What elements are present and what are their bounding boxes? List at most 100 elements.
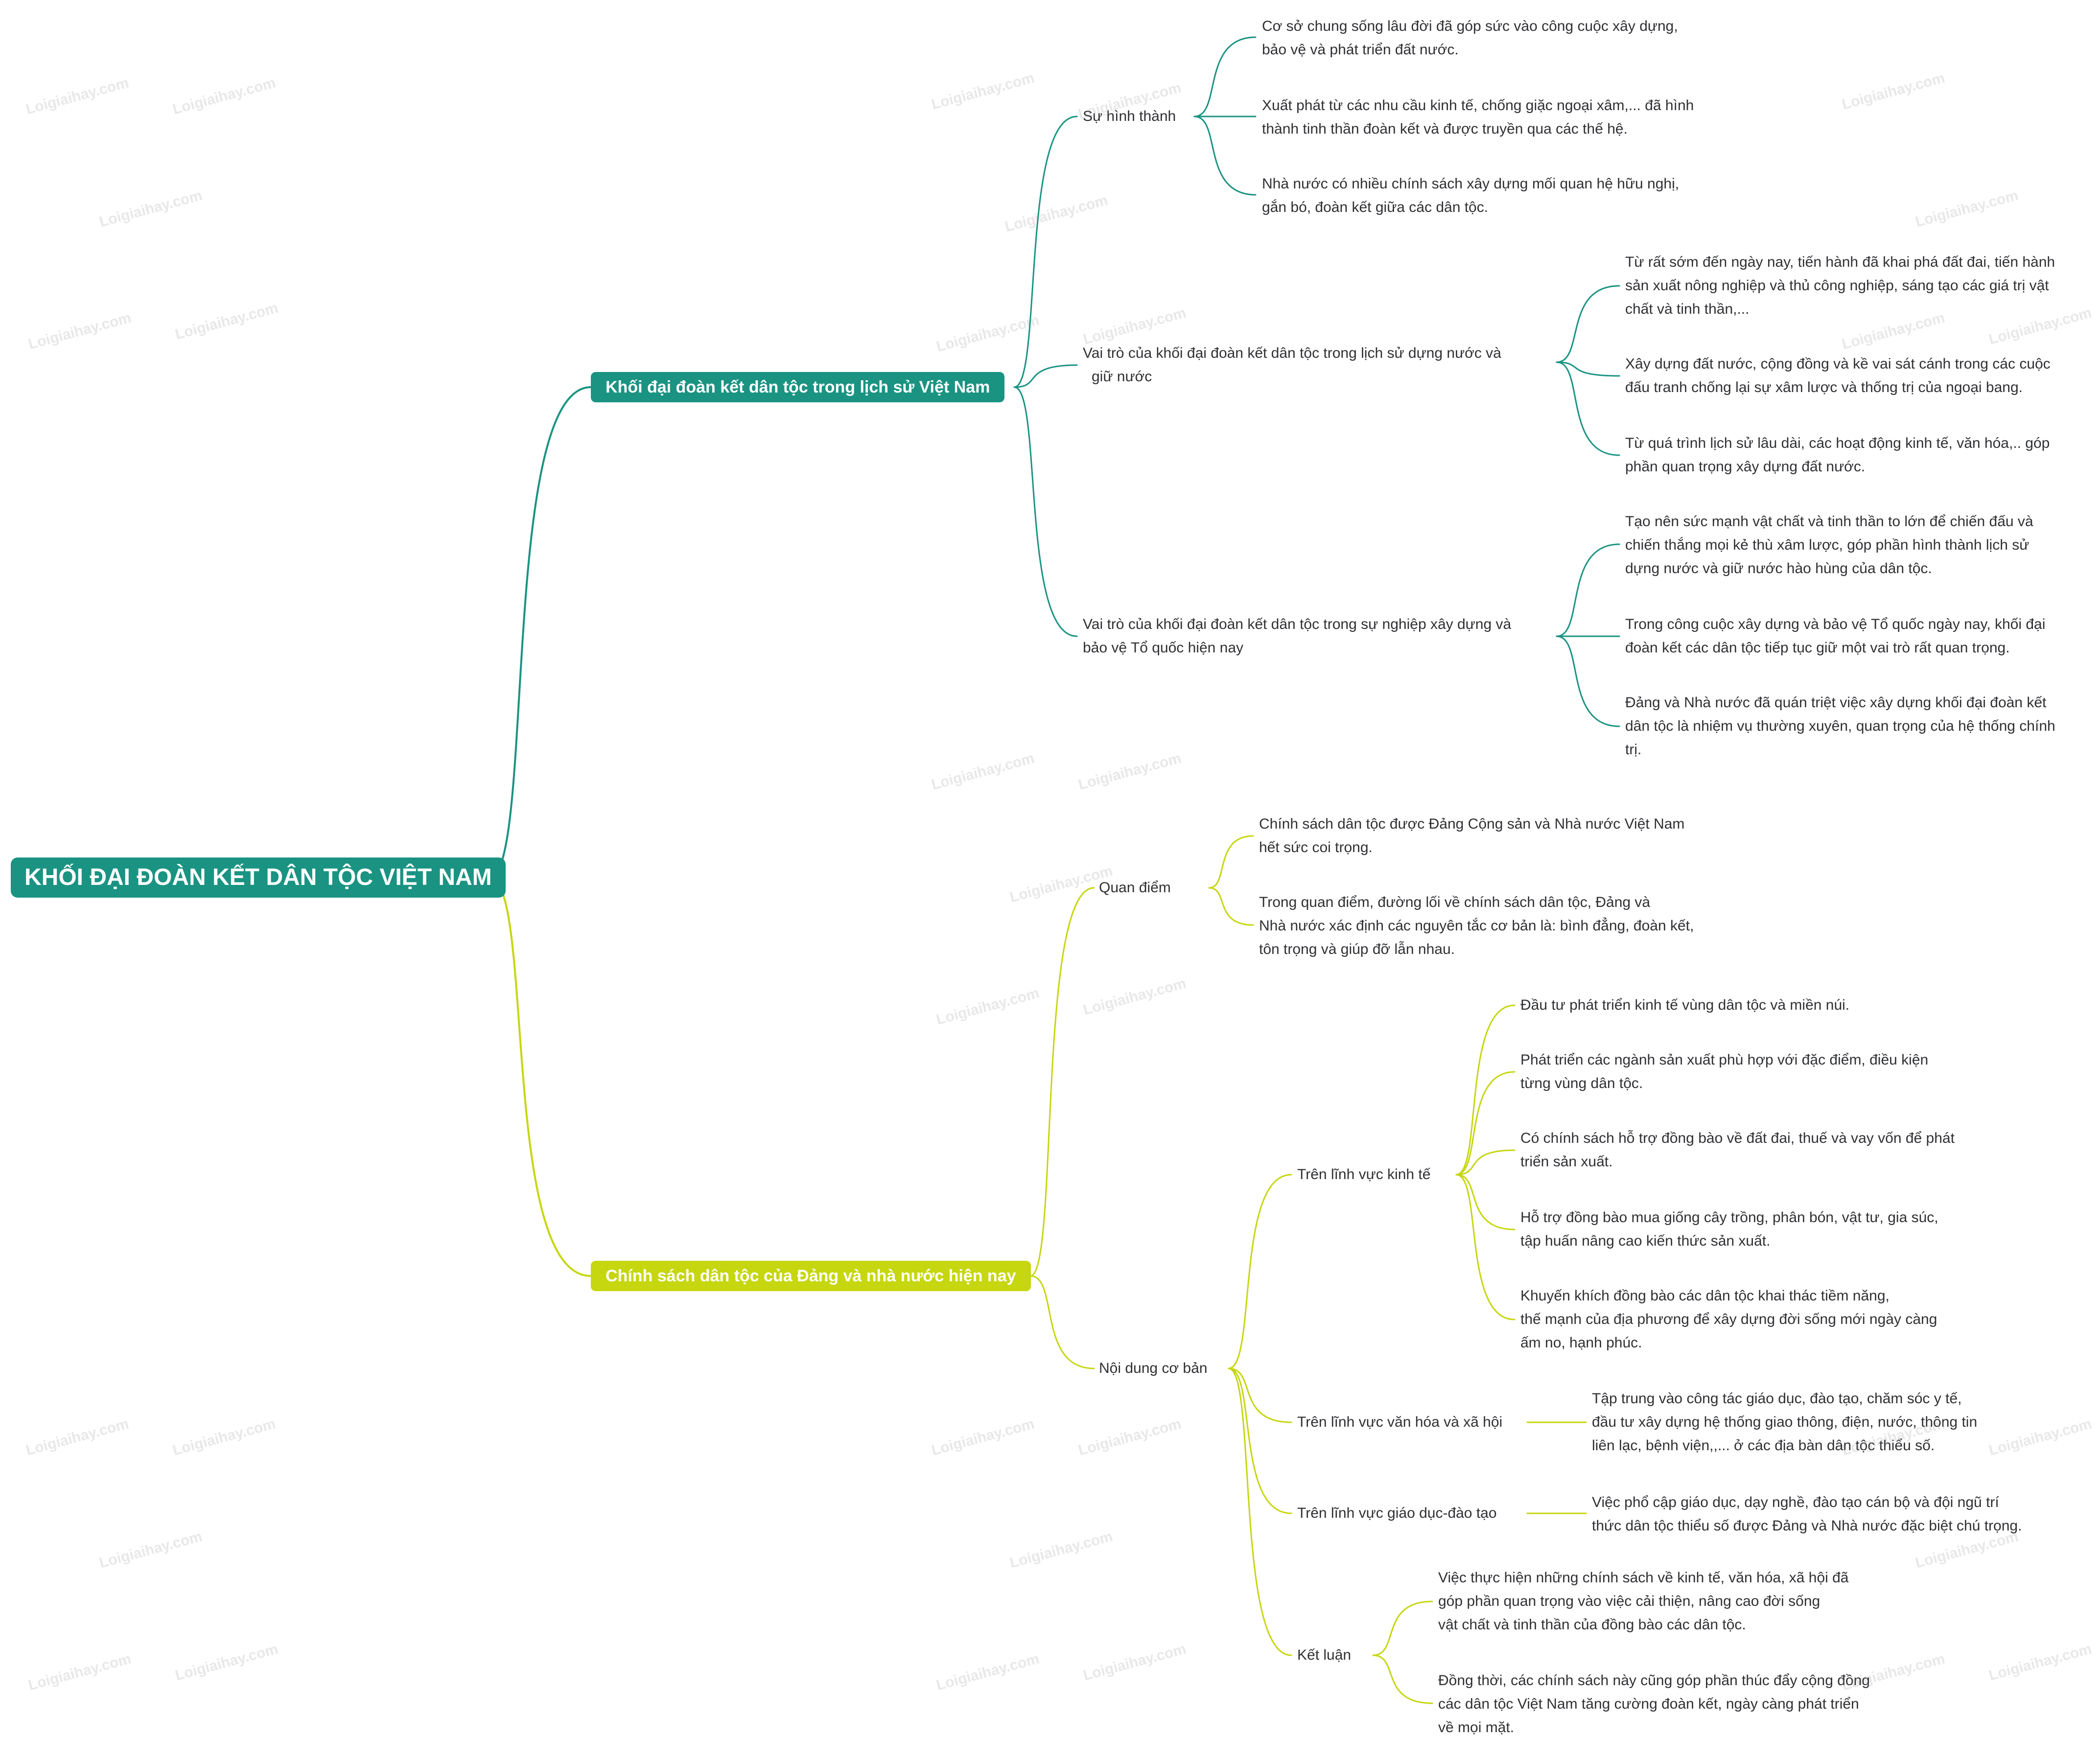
b1-sub-1-label: Sự hình thành <box>1083 108 1176 124</box>
text-line: đầu tư xây dựng hệ thống giao thông, điệ… <box>1592 1414 1978 1430</box>
link-b1-s2-leaf <box>1556 361 1620 456</box>
b2-qd-leaf-1: Chính sách dân tộc được Đảng Cộng sản và… <box>1259 812 1684 859</box>
b1-s2-leaf-3: Từ quá trình lịch sử lâu dài, các hoạt đ… <box>1625 432 2050 479</box>
text-line: thế mạnh của địa phương để xây dựng đời … <box>1520 1311 1937 1327</box>
text-line: Từ rất sớm đến ngày nay, tiến hành đã kh… <box>1625 254 2055 270</box>
nd-kinh-te[interactable]: Trên lĩnh vực kinh tế <box>1297 1163 1430 1186</box>
text-line: ấm no, hạnh phúc. <box>1520 1335 1642 1351</box>
b1-sub-1[interactable]: Sự hình thành <box>1083 105 1176 128</box>
text-line: Tạo nên sức mạnh vật chất và tinh thần t… <box>1625 513 2033 530</box>
text-line: dựng nước và giữ nước hào hùng của dân t… <box>1625 560 1932 577</box>
link-kt-leaf <box>1455 1149 1516 1176</box>
link-nd-sub <box>1228 1367 1292 1514</box>
text-line: Đảng và Nhà nước đã quán triệt việc xây … <box>1625 695 2047 711</box>
kt-leaf-5: Khuyến khích đồng bào các dân tộc khai t… <box>1520 1284 1937 1355</box>
link-kl-leaf <box>1372 1654 1433 1704</box>
text-line: Trong quan điểm, đường lối về chính sách… <box>1259 894 1651 910</box>
kt-leaf-1: Đầu tư phát triển kinh tế vùng dân tộc v… <box>1520 994 1849 1017</box>
text-line: từng vùng dân tộc. <box>1520 1075 1643 1091</box>
b1-s1-leaf-1: Cơ sở chung sống lâu đời đã góp sức vào … <box>1262 15 1678 62</box>
text-line: các dân tộc Việt Nam tăng cường đoàn kết… <box>1438 1696 1859 1712</box>
b1-sub-2[interactable]: Vai trò của khối đại đoàn kết dân tộc tr… <box>1083 342 1501 389</box>
link-b1-s3-leaf <box>1556 635 1620 727</box>
text-line: tập huấn nâng cao kiến thức sản xuất. <box>1520 1233 1771 1249</box>
text-line: Xuất phát từ các nhu cầu kinh tế, chống … <box>1262 97 1694 114</box>
nd-kinh-te-label: Trên lĩnh vực kinh tế <box>1297 1166 1431 1182</box>
link-b1-sub-1 <box>1013 116 1078 388</box>
text-line: Nhà nước có nhiều chính sách xây dựng mố… <box>1262 176 1680 192</box>
b1-sub-3-line-1: Vai trò của khối đại đoàn kết dân tộc tr… <box>1083 616 1512 632</box>
text-line: Việc thực hiện những chính sách về kinh … <box>1438 1570 1849 1586</box>
link-b1-sub-2 <box>1013 364 1078 388</box>
b2-noi-dung[interactable]: Nội dung cơ bản <box>1099 1357 1207 1380</box>
text-line: trị. <box>1625 742 1642 758</box>
root-node[interactable]: KHỐI ĐẠI ĐOÀN KẾT DÂN TỘC VIỆT NAM <box>11 857 506 898</box>
link-root-branch-1 <box>489 386 592 879</box>
text-line: liên lạc, bệnh viện,,... ở các địa bàn d… <box>1592 1437 1935 1454</box>
kt-leaf-2: Phát triển các ngành sản xuất phù hợp vớ… <box>1520 1048 1928 1095</box>
text-line: Việc phổ cập giáo dục, dạy nghề, đào tạo… <box>1592 1494 1999 1510</box>
b2-quan-diem-label: Quan điểm <box>1099 880 1171 896</box>
text-line: gắn bó, đoàn kết giữa các dân tộc. <box>1262 199 1489 215</box>
nd-ket-luan[interactable]: Kết luận <box>1297 1644 1351 1667</box>
text-line: chất và tinh thần,... <box>1625 301 1750 317</box>
text-line: Khuyến khích đồng bào các dân tộc khai t… <box>1520 1288 1890 1304</box>
text-line: thành tinh thần đoàn kết và được truyền … <box>1262 121 1628 137</box>
text-line: đoàn kết các dân tộc tiếp tục giữ một va… <box>1625 640 2010 656</box>
kl-leaf-1: Việc thực hiện những chính sách về kinh … <box>1438 1566 1849 1637</box>
b1-sub-3[interactable]: Vai trò của khối đại đoàn kết dân tộc tr… <box>1083 613 1511 660</box>
nd-ket-luan-label: Kết luận <box>1297 1647 1352 1663</box>
nd-giao-duc-label: Trên lĩnh vực giáo dục-đào tạo <box>1297 1505 1497 1521</box>
text-line: về mọi mặt. <box>1438 1719 1515 1736</box>
text-line: sản xuất nông nghiệp và thủ công nghiệp,… <box>1625 278 2049 294</box>
text-line: Từ quá trình lịch sử lâu dài, các hoạt đ… <box>1625 435 2050 451</box>
b1-sub-2-line-2: giữ nước <box>1092 369 1152 385</box>
link-b1-s3-leaf <box>1556 543 1620 637</box>
b1-s3-leaf-1: Tạo nên sức mạnh vật chất và tinh thần t… <box>1625 510 2033 580</box>
link-root-branch-2 <box>489 877 592 1277</box>
link-b1-s1-leaf <box>1193 36 1257 117</box>
text-line: Phát triển các ngành sản xuất phù hợp vớ… <box>1520 1052 1929 1068</box>
vh-leaf-1: Tập trung vào công tác giáo dục, đào tạo… <box>1592 1387 1977 1458</box>
text-line: vật chất và tinh thần của đồng bào các d… <box>1438 1617 1746 1633</box>
link-kt-leaf <box>1455 1174 1516 1321</box>
text-line: Đầu tư phát triển kinh tế vùng dân tộc v… <box>1520 997 1850 1013</box>
b1-s1-leaf-2: Xuất phát từ các nhu cầu kinh tế, chống … <box>1262 94 1694 141</box>
link-b1-s2-leaf <box>1556 285 1620 363</box>
nd-van-hoa[interactable]: Trên lĩnh vực văn hóa và xã hội <box>1297 1411 1502 1434</box>
link-b2-noi-dung <box>1029 1275 1095 1369</box>
text-line: Chính sách dân tộc được Đảng Cộng sản và… <box>1259 816 1685 832</box>
link-kt-leaf <box>1455 1071 1516 1176</box>
link-kt-leaf <box>1455 1004 1516 1176</box>
link-b1-sub-3 <box>1013 386 1078 637</box>
text-line: bảo vệ và phát triển đất nước. <box>1262 42 1459 58</box>
b1-sub-2-line-1: Vai trò của khối đại đoàn kết dân tộc tr… <box>1083 345 1501 361</box>
link-nd-sub <box>1228 1174 1292 1369</box>
text-line: chiến thắng mọi kẻ thù xâm lược, góp phầ… <box>1625 537 2030 553</box>
text-line: hết sức coi trọng. <box>1259 839 1373 856</box>
b1-s1-leaf-3: Nhà nước có nhiều chính sách xây dựng mố… <box>1262 172 1679 219</box>
text-line: tôn trọng và giúp đỡ lẫn nhau. <box>1259 941 1455 957</box>
b2-noi-dung-label: Nội dung cơ bản <box>1099 1360 1208 1376</box>
branch-1-node[interactable]: Khối đại đoàn kết dân tộc trong lịch sử … <box>591 372 1005 402</box>
gd-leaf-1: Việc phổ cập giáo dục, dạy nghề, đào tạo… <box>1592 1491 2022 1538</box>
branch-2-node[interactable]: Chính sách dân tộc của Đảng và nhà nước … <box>591 1261 1031 1291</box>
text-line: dân tộc là nhiệm vụ thường xuyên, quan t… <box>1625 718 2055 734</box>
text-line: Đồng thời, các chính sách này cũng góp p… <box>1438 1672 1870 1689</box>
text-line: triển sản xuất. <box>1520 1154 1613 1170</box>
nd-van-hoa-label: Trên lĩnh vực văn hóa và xã hội <box>1297 1414 1503 1430</box>
link-nd-sub <box>1228 1367 1292 1656</box>
text-line: Hỗ trợ đồng bào mua giống cây trồng, phâ… <box>1520 1209 1938 1226</box>
link-kl-leaf <box>1372 1600 1433 1656</box>
nd-giao-duc[interactable]: Trên lĩnh vực giáo dục-đào tạo <box>1297 1502 1497 1525</box>
text-line: Tập trung vào công tác giáo dục, đào tạo… <box>1592 1390 1962 1407</box>
kl-leaf-2: Đồng thời, các chính sách này cũng góp p… <box>1438 1669 1870 1738</box>
b1-s3-leaf-3: Đảng và Nhà nước đã quán triệt việc xây … <box>1625 691 2055 762</box>
link-b1-s1-leaf <box>1193 116 1257 196</box>
text-line: góp phần quan trọng vào việc cải thiện, … <box>1438 1593 1820 1609</box>
b2-quan-diem[interactable]: Quan điểm <box>1099 876 1171 900</box>
link-qd-leaf <box>1208 887 1254 926</box>
link-nd-sub <box>1228 1367 1292 1423</box>
